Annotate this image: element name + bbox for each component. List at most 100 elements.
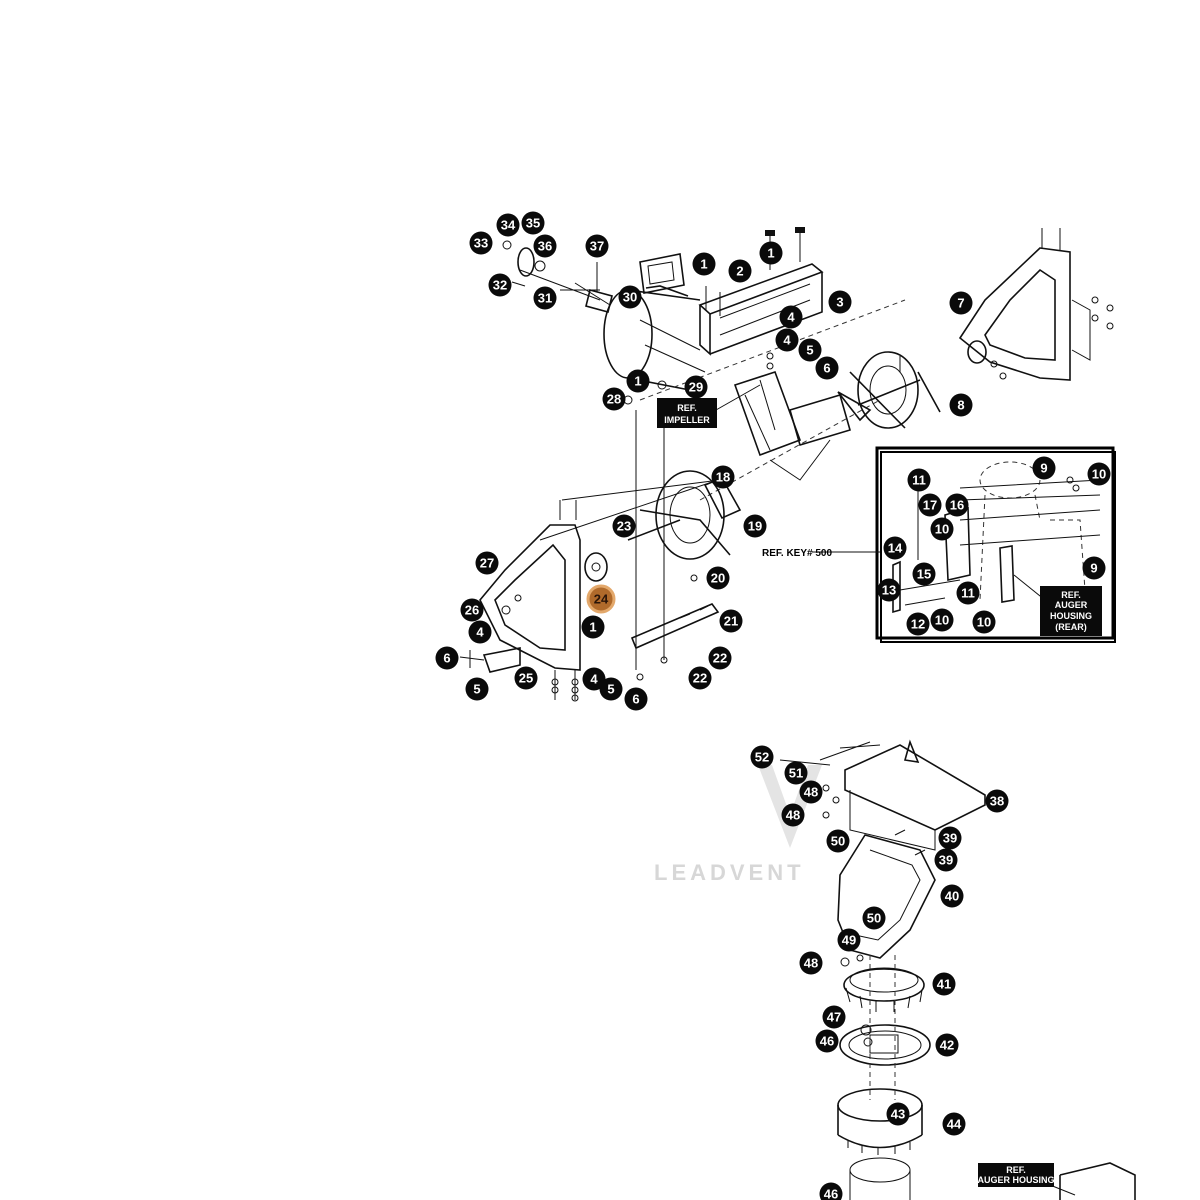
- callout-number: 48: [804, 785, 818, 800]
- callout-number: 32: [493, 278, 507, 293]
- callout-number: 6: [632, 692, 639, 707]
- callout-badge: [618, 285, 642, 309]
- callout-badge: [468, 620, 492, 644]
- callout-badge: [533, 234, 557, 258]
- callout-badge: [799, 951, 823, 975]
- callout-badge: [684, 375, 708, 399]
- callout-number: 43: [891, 1107, 905, 1122]
- callout-1: 1: [759, 241, 783, 265]
- callout-badge: [599, 677, 623, 701]
- callout-badge: [798, 338, 822, 362]
- callout-17: 17: [918, 493, 942, 517]
- callout-badge: [883, 536, 907, 560]
- callout-badge: [626, 369, 650, 393]
- callout-11: 11: [956, 581, 980, 605]
- callout-badge: [942, 1112, 966, 1136]
- callout-number: 6: [823, 361, 830, 376]
- callout-43: 43: [886, 1102, 910, 1126]
- callout-badge: [918, 493, 942, 517]
- callout-25: 25: [514, 666, 538, 690]
- callout-badge: [706, 566, 730, 590]
- callout-16: 16: [945, 493, 969, 517]
- callout-number: 18: [716, 470, 730, 485]
- callout-badge: [711, 465, 735, 489]
- callout-badge: [582, 667, 606, 691]
- callout-26: 26: [460, 598, 484, 622]
- callout-number: 11: [961, 586, 975, 601]
- callout-18: 18: [711, 465, 735, 489]
- callout-39: 39: [934, 848, 958, 872]
- callout-badge: [815, 356, 839, 380]
- callout-number: 21: [724, 614, 738, 629]
- callout-33: 33: [469, 231, 493, 255]
- callout-badge: [775, 328, 799, 352]
- callout-number: 1: [589, 620, 596, 635]
- callout-50: 50: [862, 906, 886, 930]
- callout-number: 51: [789, 766, 803, 781]
- callout-9: 9: [1082, 556, 1106, 580]
- callout-number: 37: [590, 239, 604, 254]
- callout-badge: [907, 468, 931, 492]
- callout-number: 29: [689, 380, 703, 395]
- callout-19: 19: [743, 514, 767, 538]
- callout-number: 16: [950, 498, 964, 513]
- callout-3: 3: [828, 290, 852, 314]
- callout-number: 25: [519, 671, 533, 686]
- callout-9: 9: [1032, 456, 1056, 480]
- callout-number: 13: [882, 583, 896, 598]
- callout-badge: [819, 1182, 843, 1200]
- callout-number: 48: [786, 808, 800, 823]
- callout-number: 1: [634, 374, 641, 389]
- callout-number: 7: [957, 296, 964, 311]
- callout-badge: [469, 231, 493, 255]
- callout-22: 22: [688, 666, 712, 690]
- callout-number: 9: [1090, 561, 1097, 576]
- callout-number: 35: [526, 216, 540, 231]
- upper-assembly-drawing: [459, 227, 1114, 702]
- callout-48: 48: [799, 951, 823, 975]
- callout-49: 49: [837, 928, 861, 952]
- callout-number: 50: [831, 834, 845, 849]
- callout-15: 15: [912, 562, 936, 586]
- callout-badge: [743, 514, 767, 538]
- ref-impeller-line-1: REF.: [677, 403, 697, 413]
- callout-29: 29: [684, 375, 708, 399]
- callout-number: 39: [939, 853, 953, 868]
- callout-13: 13: [877, 578, 901, 602]
- callout-6: 6: [624, 687, 648, 711]
- callout-39: 39: [938, 826, 962, 850]
- callout-2: 2: [728, 259, 752, 283]
- callout-5: 5: [599, 677, 623, 701]
- ref-auger-housing-label: REF. AUGER HOUSING: [977, 1163, 1055, 1187]
- callout-number: 38: [990, 794, 1004, 809]
- callout-badge: [688, 666, 712, 690]
- callout-number: 30: [623, 290, 637, 305]
- callout-28: 28: [602, 387, 626, 411]
- callout-badge: [759, 241, 783, 265]
- callout-badge: [488, 273, 512, 297]
- callout-number: 46: [820, 1034, 834, 1049]
- callout-badge: [586, 584, 616, 614]
- callout-5: 5: [798, 338, 822, 362]
- callout-number: 4: [476, 625, 484, 640]
- callout-number: 4: [590, 672, 598, 687]
- callout-badge: [460, 598, 484, 622]
- callout-48: 48: [781, 803, 805, 827]
- callout-number: 3: [836, 295, 843, 310]
- callout-number: 46: [824, 1187, 838, 1200]
- callout-number: 22: [713, 651, 727, 666]
- watermark-text: LEADVENT: [654, 860, 805, 885]
- callout-number: 19: [748, 519, 762, 534]
- callout-number: 1: [767, 246, 774, 261]
- callout-number: 49: [842, 933, 856, 948]
- callout-badge: [784, 761, 808, 785]
- callout-badge: [533, 286, 557, 310]
- callout-11: 11: [907, 468, 931, 492]
- callout-42: 42: [935, 1033, 959, 1057]
- callout-6: 6: [815, 356, 839, 380]
- callout-24[interactable]: 24: [586, 584, 616, 614]
- lower-assembly-drawing: [779, 739, 1136, 1200]
- callout-46: 46: [819, 1182, 843, 1200]
- callout-number: 8: [957, 398, 964, 413]
- callout-number: 42: [940, 1038, 954, 1053]
